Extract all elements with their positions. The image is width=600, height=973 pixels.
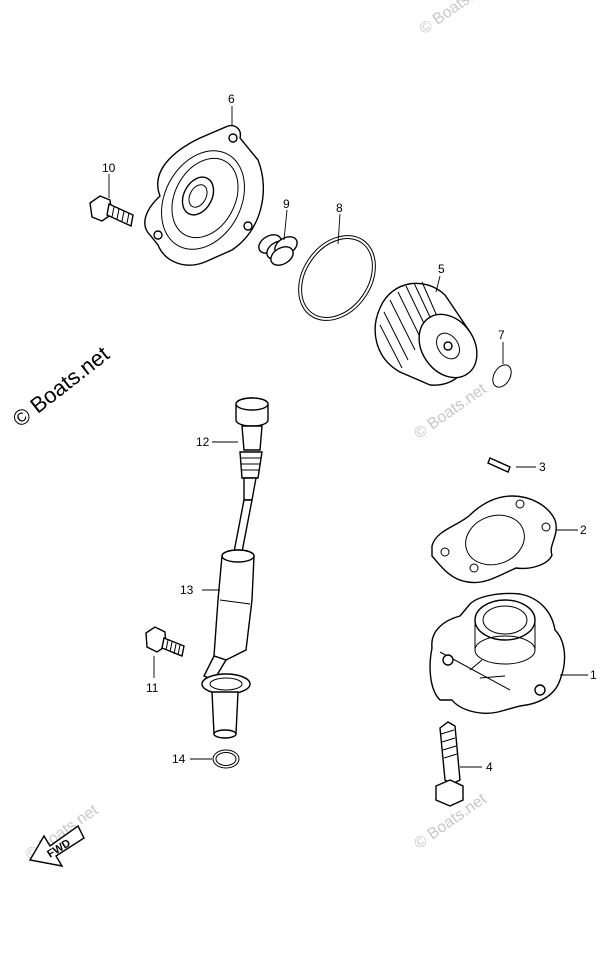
part-14-o-ring <box>212 749 240 769</box>
callout-9: 9 <box>283 197 290 211</box>
callout-7: 7 <box>498 328 505 342</box>
part-5-oil-filter <box>374 281 478 386</box>
part-12-strainer-tube <box>233 397 269 553</box>
part-7-o-ring <box>492 364 512 388</box>
part-3-pin <box>487 457 511 473</box>
callout-1: 1 <box>590 668 597 682</box>
callout-6: 6 <box>228 92 235 106</box>
callout-12: 12 <box>196 435 210 449</box>
watermark-top-right: © Boats.net <box>417 0 496 38</box>
callout-13: 13 <box>180 583 194 597</box>
part-11-bolt <box>145 626 185 657</box>
part-9-spring <box>258 234 298 266</box>
part-1-oil-pump <box>429 592 566 714</box>
part-8-o-ring <box>298 235 376 321</box>
callout-2: 2 <box>580 523 587 537</box>
callout-10: 10 <box>102 161 116 175</box>
callout-numbers: 6 10 9 8 5 7 12 3 2 13 1 11 14 4 <box>102 92 597 774</box>
part-6-filter-cover <box>144 124 265 266</box>
watermark-side: © Boats.net <box>8 341 114 432</box>
callout-5: 5 <box>438 262 445 276</box>
watermark-mid-right: © Boats.net <box>411 380 490 442</box>
strainer-bottom <box>201 673 251 739</box>
part-4-bolt <box>435 721 464 807</box>
part-10-bolt <box>89 195 134 228</box>
callout-11: 11 <box>146 681 159 695</box>
leader-lines <box>108 106 588 768</box>
callout-8: 8 <box>336 201 343 215</box>
callout-14: 14 <box>172 752 186 766</box>
callout-4: 4 <box>486 760 493 774</box>
callout-3: 3 <box>539 460 546 474</box>
part-13-pipe <box>203 549 255 681</box>
part-2-gasket <box>431 495 557 584</box>
